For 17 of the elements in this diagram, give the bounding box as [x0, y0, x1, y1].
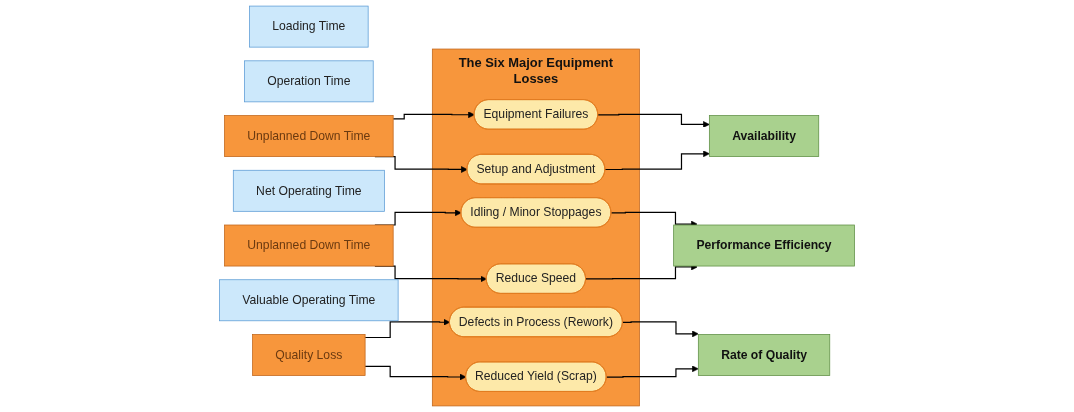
arrow	[364, 318, 451, 339]
arrow	[364, 365, 467, 381]
node-box: Valuable Operating Time	[219, 279, 399, 322]
node-box: Rate of Quality	[697, 334, 831, 376]
arrow	[604, 150, 710, 171]
node-box: Operation Time	[244, 60, 374, 103]
node-box: Loading Time	[249, 5, 369, 48]
node-box: Availability	[709, 115, 820, 157]
node-box: Quality Loss	[252, 334, 366, 376]
arrow	[392, 111, 475, 120]
arrow	[605, 365, 699, 378]
node-box: Unplanned Down Time	[224, 115, 394, 157]
arrow	[597, 113, 710, 128]
node-box: Net Operating Time	[232, 169, 385, 212]
node-box: Unplanned Down Time	[224, 224, 394, 267]
arrow	[622, 321, 699, 338]
node-box: Performance Efficiency	[673, 224, 855, 267]
